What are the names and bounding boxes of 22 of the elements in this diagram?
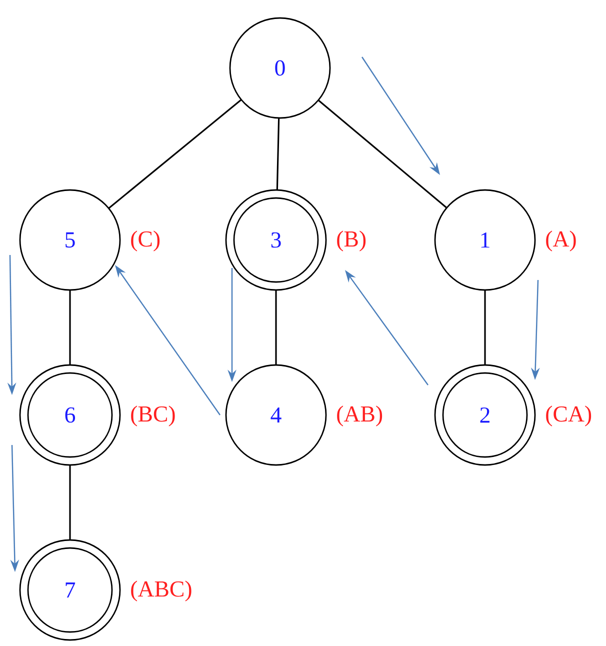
circle-node: 0: [229, 17, 331, 119]
circle-node: 1: [434, 189, 536, 291]
tree-edge: [484, 290, 486, 366]
state-label: (A): [546, 230, 576, 252]
double-circle-node: 3: [225, 189, 327, 291]
circle-node: 4: [225, 364, 327, 466]
circle-node: 5: [19, 189, 121, 291]
double-circle-node: 6: [19, 364, 121, 466]
state-label: (C): [131, 230, 160, 252]
tree-edge: [69, 290, 71, 366]
tree-edge: [276, 118, 280, 190]
state-label: (B): [337, 230, 366, 252]
state-label: (BC): [131, 406, 175, 426]
state-label: (CA): [546, 406, 592, 426]
double-circle-node: 7: [19, 539, 121, 641]
tree-edge: [108, 98, 242, 210]
tree-edge: [275, 290, 277, 366]
state-label: (ABC): [131, 580, 192, 602]
double-circle-node: 2: [434, 364, 536, 466]
tree-edge: [69, 464, 71, 540]
state-label: (AB): [337, 406, 382, 426]
tree-edge: [317, 99, 448, 209]
